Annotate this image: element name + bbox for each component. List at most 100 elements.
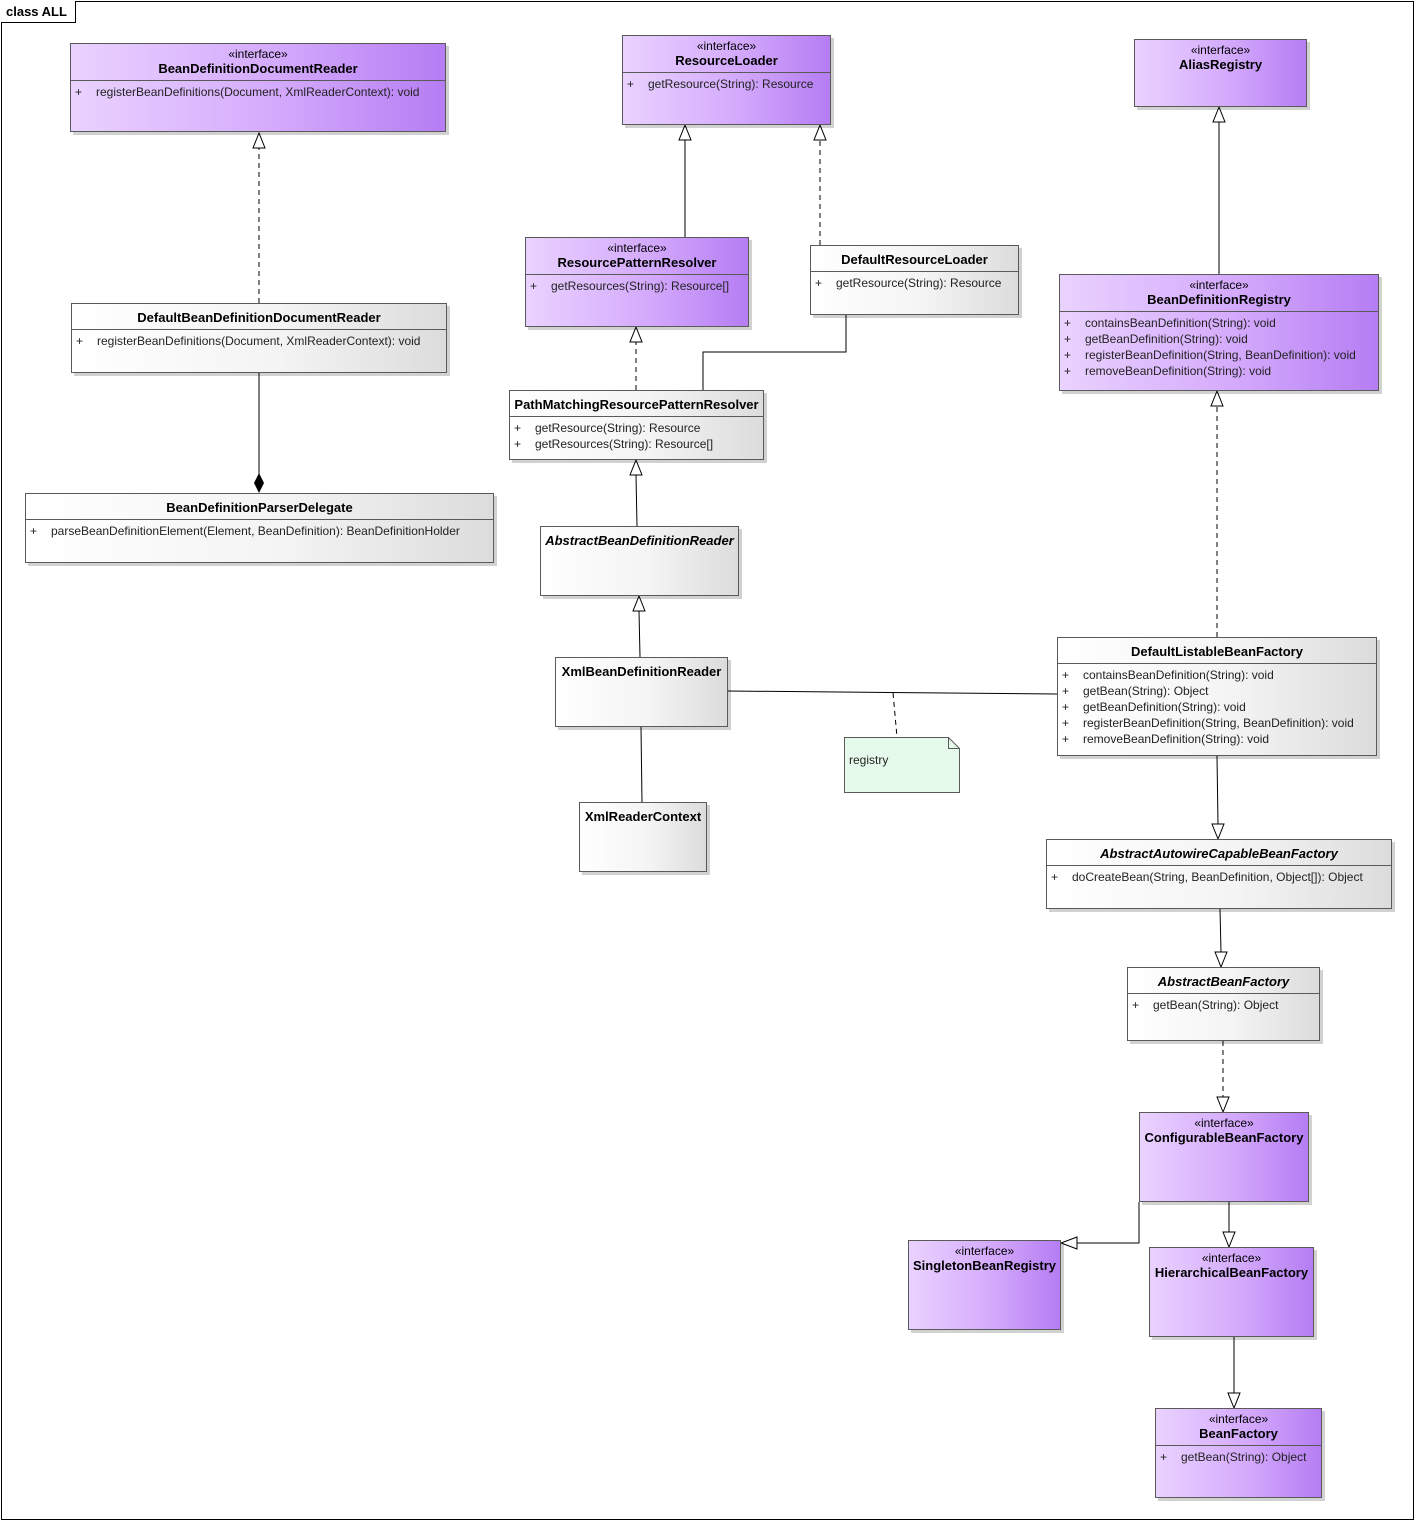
class-bean-definition-document-reader[interactable]: «interface»BeanDefinitionDocumentReader … — [70, 43, 446, 132]
composition-diamond — [254, 473, 264, 493]
generalization-arrowhead — [1059, 1236, 1078, 1250]
class-abstract-autowire-capable-bean-factory[interactable]: AbstractAutowireCapableBeanFactory +doCr… — [1046, 839, 1392, 909]
class-default-listable-bean-factory[interactable]: DefaultListableBeanFactory +containsBean… — [1057, 637, 1377, 756]
stereotype-label: «interface» — [1194, 1116, 1254, 1130]
operations-compartment: +registerBeanDefinitions(Document, XmlRe… — [72, 329, 446, 351]
class-bean-definition-registry[interactable]: «interface»BeanDefinitionRegistry +conta… — [1059, 274, 1379, 391]
stereotype-label: «interface» — [1189, 278, 1249, 292]
operation-row[interactable]: +getBean(String): Object — [1132, 998, 1279, 1012]
association-edge — [702, 315, 847, 390]
class-name: AbstractAutowireCapableBeanFactory — [1100, 846, 1338, 861]
class-name: AbstractBeanDefinitionReader — [545, 533, 734, 548]
operations-compartment: +parseBeanDefinitionElement(Element, Bea… — [26, 519, 493, 541]
operation-row[interactable]: +registerBeanDefinition(String, BeanDefi… — [1064, 348, 1356, 362]
stereotype-label: «interface» — [1208, 1412, 1269, 1426]
operation-row[interactable]: +getResource(String): Resource — [514, 421, 701, 435]
stereotype-label: «interface» — [607, 241, 667, 255]
operation-row[interactable]: +getResources(String): Resource[] — [514, 437, 714, 451]
class-path-matching-resource-pattern-resolver[interactable]: PathMatchingResourcePatternResolver +get… — [509, 390, 764, 460]
class-bean-factory[interactable]: «interface»BeanFactory +getBean(String):… — [1155, 1408, 1322, 1498]
stereotype-label: «interface» — [696, 39, 757, 53]
class-default-bean-definition-document-reader[interactable]: DefaultBeanDefinitionDocumentReader +reg… — [71, 303, 447, 373]
operation-row[interactable]: +getBean(String): Object — [1160, 1450, 1307, 1464]
registry-note[interactable]: registry — [844, 737, 961, 794]
class-xml-bean-definition-reader[interactable]: XmlBeanDefinitionReader — [555, 657, 728, 727]
class-name: BeanDefinitionParserDelegate — [166, 500, 353, 515]
operation-row[interactable]: +parseBeanDefinitionElement(Element, Bea… — [30, 524, 460, 538]
class-abstract-bean-definition-reader[interactable]: AbstractBeanDefinitionReader — [540, 526, 739, 596]
note-text: registry — [849, 753, 889, 767]
class-resource-pattern-resolver[interactable]: «interface»ResourcePatternResolver +getR… — [525, 237, 749, 327]
class-hierarchical-bean-factory[interactable]: «interface»HierarchicalBeanFactory — [1149, 1247, 1314, 1337]
class-abstract-bean-factory[interactable]: AbstractBeanFactory +getBean(String): Ob… — [1127, 967, 1320, 1041]
note-shape — [844, 737, 960, 793]
generalization-edge — [1216, 755, 1219, 825]
operation-row[interactable]: +registerBeanDefinition(String, BeanDefi… — [1062, 716, 1354, 730]
class-name: AbstractBeanFactory — [1157, 974, 1290, 989]
class-configurable-bean-factory[interactable]: «interface»ConfigurableBeanFactory — [1139, 1112, 1309, 1202]
operation-row[interactable]: +getResource(String): Resource — [815, 276, 1002, 290]
stereotype-label: «interface» — [1190, 43, 1251, 57]
stereotype-label: «interface» — [228, 47, 288, 61]
operations-compartment: +getResources(String): Resource[] — [526, 274, 748, 296]
operation-row[interactable]: +getBeanDefinition(String): void — [1062, 700, 1246, 714]
generalization-arrowhead — [678, 123, 692, 141]
operation-row[interactable]: +doCreateBean(String, BeanDefinition, Ob… — [1051, 870, 1363, 884]
class-name: XmlReaderContext — [584, 809, 702, 824]
class-name: DefaultListableBeanFactory — [1131, 644, 1303, 659]
association-edge — [640, 726, 643, 803]
class-name: PathMatchingResourcePatternResolver — [514, 397, 759, 412]
generalization-arrowhead — [629, 458, 643, 476]
operation-row[interactable]: +registerBeanDefinitions(Document, XmlRe… — [75, 85, 420, 99]
class-alias-registry[interactable]: «interface»AliasRegistry — [1134, 39, 1307, 107]
class-bean-definition-parser-delegate[interactable]: BeanDefinitionParserDelegate +parseBeanD… — [25, 493, 494, 563]
class-name: SingletonBeanRegistry — [912, 1258, 1057, 1273]
association-edge — [727, 690, 1058, 695]
generalization-arrowhead — [632, 594, 646, 612]
generalization-edge — [635, 474, 638, 527]
class-resource-loader[interactable]: «interface»ResourceLoader +getResource(S… — [622, 35, 831, 125]
class-name: ResourceLoader — [675, 53, 778, 68]
realization-arrowhead — [252, 131, 266, 149]
generalization-arrowhead — [1212, 105, 1226, 123]
class-name: BeanDefinitionDocumentReader — [158, 61, 358, 76]
operation-row[interactable]: +getResources(String): Resource[] — [530, 279, 730, 293]
note-anchor-edge — [892, 692, 898, 738]
stereotype-label: «interface» — [954, 1244, 1015, 1258]
generalization-arrowhead — [1211, 823, 1225, 841]
operation-row[interactable]: +containsBeanDefinition(String): void — [1062, 668, 1274, 682]
operation-row[interactable]: +getBeanDefinition(String): void — [1064, 332, 1248, 346]
class-default-resource-loader[interactable]: DefaultResourceLoader +getResource(Strin… — [810, 245, 1019, 315]
class-name: ResourcePatternResolver — [557, 255, 717, 270]
operations-compartment: +containsBeanDefinition(String): void +g… — [1060, 311, 1378, 381]
realization-arrowhead — [1216, 1096, 1230, 1114]
operation-row[interactable]: +getBean(String): Object — [1062, 684, 1209, 698]
generalization-arrowhead — [1227, 1392, 1241, 1410]
class-name: HierarchicalBeanFactory — [1154, 1265, 1309, 1280]
class-xml-reader-context[interactable]: XmlReaderContext — [579, 802, 707, 872]
generalization-arrowhead — [1214, 951, 1228, 969]
realization-arrowhead — [1210, 389, 1224, 407]
class-singleton-bean-registry[interactable]: «interface»SingletonBeanRegistry — [908, 1240, 1061, 1330]
class-name: ConfigurableBeanFactory — [1144, 1130, 1304, 1145]
class-name: XmlBeanDefinitionReader — [561, 664, 722, 679]
operations-compartment: +getResource(String): Resource — [623, 72, 830, 94]
operations-compartment: +getBean(String): Object — [1128, 993, 1319, 1015]
operation-row[interactable]: +removeBeanDefinition(String): void — [1062, 732, 1270, 746]
operation-row[interactable]: +removeBeanDefinition(String): void — [1064, 364, 1272, 378]
generalization-edge — [638, 610, 641, 658]
operations-compartment: +doCreateBean(String, BeanDefinition, Ob… — [1047, 865, 1391, 887]
operations-compartment: +getResource(String): Resource +getResou… — [510, 416, 763, 454]
generalization-edge — [1077, 1202, 1140, 1244]
operation-row[interactable]: +containsBeanDefinition(String): void — [1064, 316, 1276, 330]
class-name: BeanFactory — [1199, 1426, 1278, 1441]
class-name: BeanDefinitionRegistry — [1147, 292, 1291, 307]
realization-arrowhead — [813, 123, 827, 141]
operations-compartment: +registerBeanDefinitions(Document, XmlRe… — [71, 80, 445, 102]
operation-row[interactable]: +getResource(String): Resource — [627, 77, 814, 91]
stereotype-label: «interface» — [1201, 1251, 1262, 1265]
operation-row[interactable]: +registerBeanDefinitions(Document, XmlRe… — [76, 334, 421, 348]
realization-arrowhead — [629, 325, 643, 343]
operations-compartment: +getResource(String): Resource — [811, 271, 1018, 293]
